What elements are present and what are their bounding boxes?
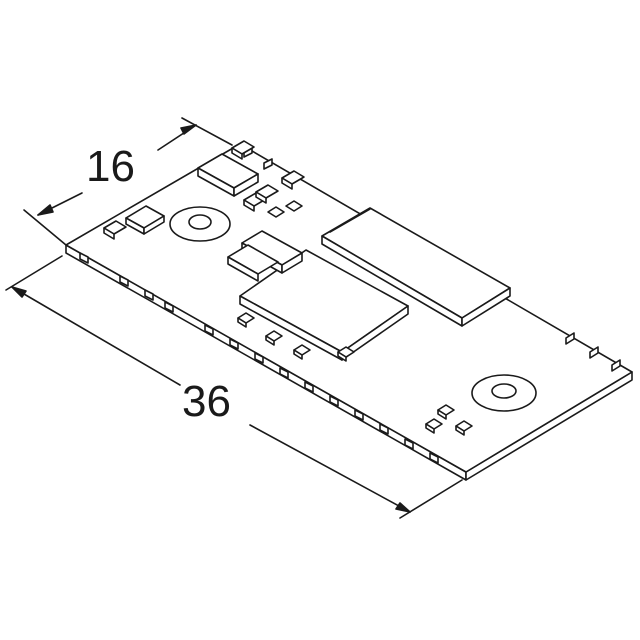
length-dimension-label: 36 (182, 377, 231, 426)
mounting-hole-left (169, 206, 231, 242)
length-dimension (5, 255, 463, 519)
edge-pads-front (79, 252, 439, 464)
mounting-hole-right (471, 374, 537, 412)
width-dimension-label: 16 (86, 142, 135, 191)
smd-parts (103, 140, 473, 436)
chip-large-center (239, 249, 409, 361)
component-block-2 (227, 244, 279, 282)
width-arrow-left (37, 204, 54, 216)
length-ext-line-left (5, 255, 63, 291)
length-ext-line-right (399, 479, 463, 519)
component-top-block (197, 153, 259, 197)
width-ext-line-right (181, 117, 233, 146)
length-arrow-right (395, 502, 411, 513)
component-left-block (125, 205, 165, 235)
chip-large-right (321, 207, 511, 327)
width-dimension (23, 117, 233, 246)
width-arrow-right (180, 124, 197, 135)
length-arrow-left (11, 286, 27, 298)
length-dim-line-left (11, 286, 181, 386)
length-dim-line-right (249, 424, 411, 513)
width-ext-line-left (23, 209, 67, 246)
